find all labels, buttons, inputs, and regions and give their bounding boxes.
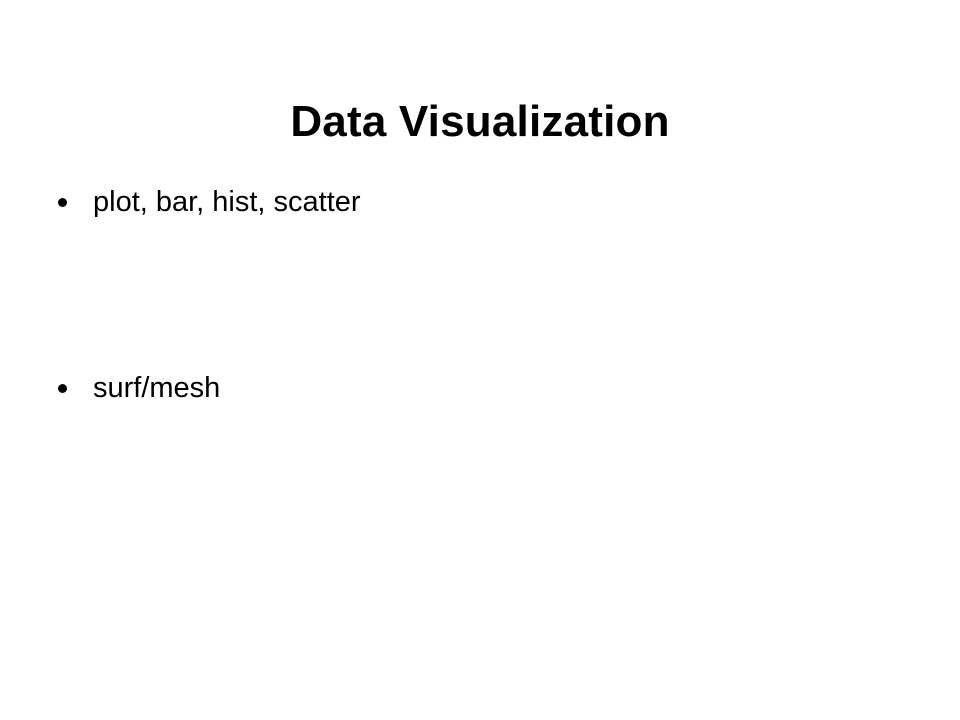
bullet-list: plot, bar, hist, scatter surf/mesh xyxy=(58,182,918,408)
bullet-text: surf/mesh xyxy=(93,372,221,404)
bullet-dot-icon xyxy=(58,383,67,393)
bullet-item: surf/mesh xyxy=(58,368,918,408)
bullet-dot-icon xyxy=(58,197,67,207)
bullet-text: plot, bar, hist, scatter xyxy=(93,186,361,218)
slide-title: Data Visualization xyxy=(290,97,670,147)
bullet-item: plot, bar, hist, scatter xyxy=(58,182,918,222)
